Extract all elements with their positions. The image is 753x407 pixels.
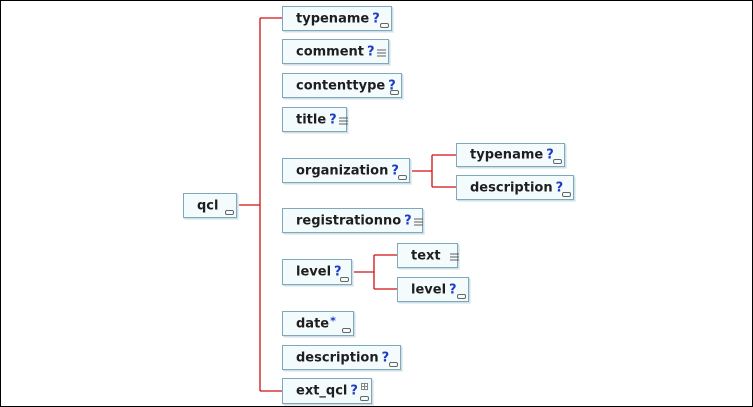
optional-marker-icon: ? (391, 163, 399, 178)
text-content-icon (338, 115, 348, 124)
node-typename-label: typename (296, 11, 370, 26)
text-content-icon (449, 251, 459, 260)
node-level-text[interactable]: text (397, 243, 459, 268)
sequence-icon (360, 396, 369, 401)
sequence-icon (398, 175, 407, 180)
node-date-label: date (296, 316, 330, 331)
sequence-icon (562, 192, 571, 197)
node-description-label: description (296, 350, 379, 365)
optional-marker-icon: ? (388, 78, 396, 93)
node-qcl-label: qcl (197, 198, 219, 213)
node-typename[interactable]: typename? (282, 6, 392, 31)
sequence-icon (389, 362, 398, 367)
node-comment[interactable]: comment? (282, 39, 389, 64)
node-contenttype-label: contenttype (296, 78, 386, 93)
node-level[interactable]: level? (282, 259, 352, 285)
node-registrationno-label: registrationno (296, 213, 402, 228)
node-organization[interactable]: organization? (282, 158, 410, 183)
any-content-icon (361, 383, 368, 390)
optional-marker-icon: ? (449, 282, 457, 297)
node-ext-qcl[interactable]: ext_qcl? (282, 378, 372, 404)
node-organization-description[interactable]: description? (456, 175, 574, 200)
optional-marker-icon: ? (546, 147, 554, 163)
optional-marker-icon: ? (555, 180, 564, 195)
text-content-icon (376, 47, 386, 56)
sequence-icon (342, 328, 351, 333)
optional-marker-icon: ? (329, 112, 337, 127)
node-level-level[interactable]: level? (397, 277, 469, 302)
node-level-label: level (296, 264, 332, 280)
sequence-icon (390, 90, 399, 95)
node-date[interactable]: date* (282, 311, 354, 336)
node-organization-typename-label: typename (470, 147, 544, 163)
sequence-icon (340, 277, 349, 282)
optional-marker-icon: ? (350, 383, 358, 399)
node-level-text-label: text (411, 248, 441, 263)
node-organization-description-label: description (470, 180, 553, 195)
node-organization-typename[interactable]: typename? (456, 143, 565, 167)
node-level-level-label: level (411, 282, 447, 297)
sequence-icon (553, 159, 562, 164)
optional-marker-icon: ? (404, 213, 412, 228)
optional-marker-icon: ? (381, 350, 390, 365)
optional-marker-icon: ? (367, 44, 375, 59)
sequence-icon (225, 210, 234, 215)
node-comment-label: comment (296, 44, 365, 59)
optional-marker-icon: ? (372, 11, 380, 26)
node-registrationno[interactable]: registrationno? (282, 208, 423, 233)
node-contenttype[interactable]: contenttype? (282, 73, 402, 98)
node-description[interactable]: description? (282, 345, 401, 370)
node-ext-qcl-label: ext_qcl (296, 383, 348, 399)
optional-marker-icon: ? (334, 264, 342, 280)
text-content-icon (413, 216, 423, 225)
required-marker-icon: * (330, 314, 336, 327)
sequence-icon (380, 23, 389, 28)
node-title-label: title (296, 112, 327, 127)
node-title[interactable]: title? (282, 107, 348, 132)
node-qcl[interactable]: qcl (183, 193, 237, 218)
sequence-icon (457, 294, 466, 299)
node-organization-label: organization (296, 163, 389, 178)
